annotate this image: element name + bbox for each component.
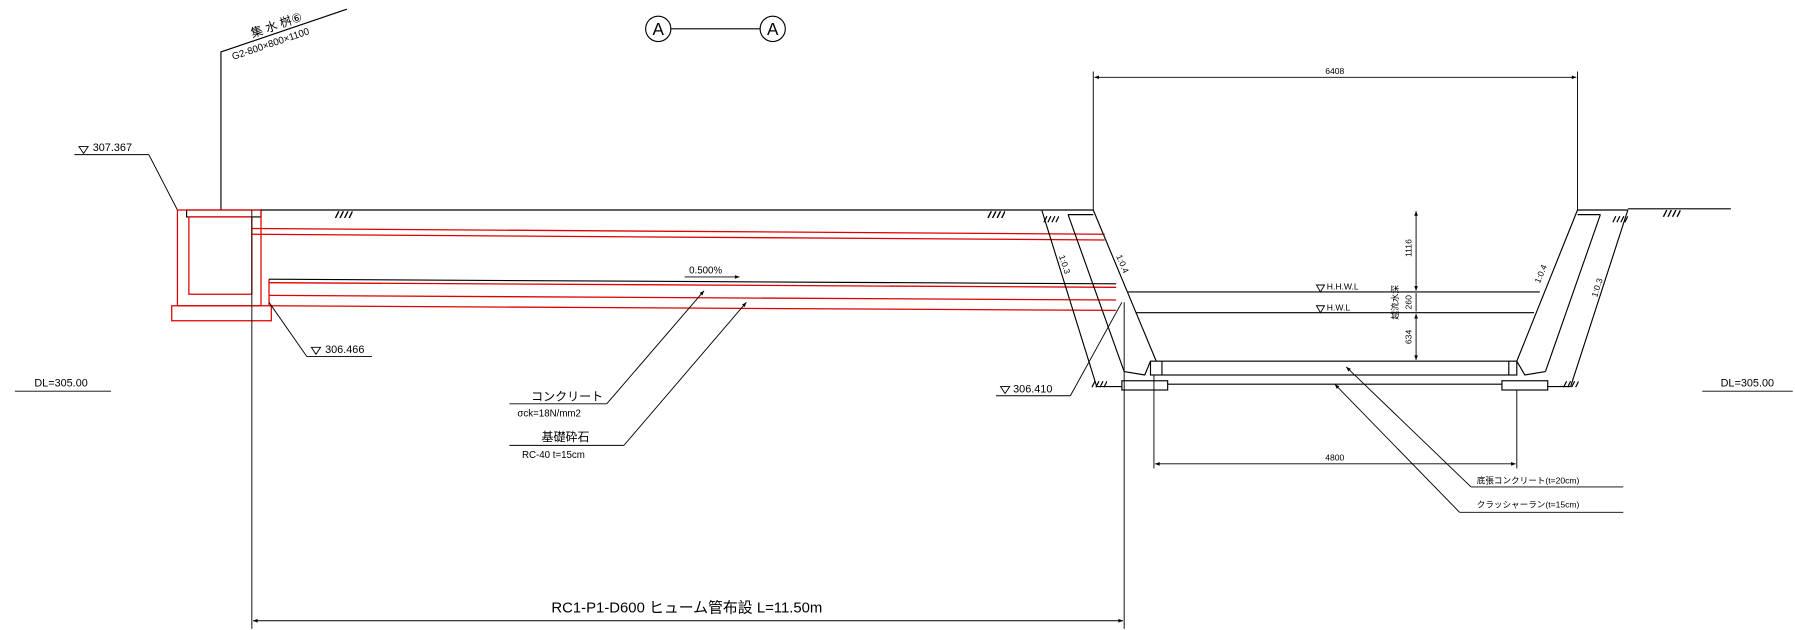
left-wall-backfill-line xyxy=(1067,214,1125,372)
pipe-top-line xyxy=(251,227,1105,235)
concrete-callout: コンクリート σck=18N/mm2 xyxy=(509,290,705,420)
elevation-top-callout: 307.367 xyxy=(74,142,178,211)
depth-freeboard-value: 1116 xyxy=(1404,239,1414,257)
right-wall-inner-face xyxy=(1516,209,1579,362)
base-spec: RC-40 t=15cm xyxy=(522,450,585,461)
pipe-invert-line xyxy=(269,278,1117,285)
elevation-top-value: 307.367 xyxy=(93,142,132,154)
concrete-leader xyxy=(606,290,705,405)
channel-top-width-dimension: 6408 xyxy=(1092,66,1578,210)
datum-left: DL=305.00 xyxy=(14,378,112,392)
pipe-length-dimension: RC1-P1-D600 ヒューム管布設 L=11.50m xyxy=(251,209,1125,629)
channel-bottom-width-dimension: 4800 xyxy=(1153,374,1518,469)
slope-inner-left: 1:0.4 xyxy=(1114,253,1131,275)
elevation-marker-icon xyxy=(78,146,90,155)
elevation-pipe-value: 306.466 xyxy=(325,344,364,356)
depth-overflow-value: 260 xyxy=(1404,295,1414,310)
crusher-run-callout: クラッシャーラン(t=15cm) xyxy=(1334,383,1624,513)
catch-basin xyxy=(171,209,272,322)
channel-left-wall xyxy=(1041,209,1157,388)
concrete-spec: σck=18N/mm2 xyxy=(517,409,580,420)
channel-floor xyxy=(1121,360,1549,391)
footing-left xyxy=(1121,380,1169,391)
crushed-stone-line xyxy=(269,305,1117,312)
catch-basin-base-slab xyxy=(171,305,272,322)
pipe-length-label: RC1-P1-D600 ヒューム管布設 L=11.50m xyxy=(551,600,822,617)
elevation-pipe-callout: 306.466 xyxy=(268,302,373,357)
section-letter-right: A xyxy=(767,19,779,39)
catch-basin-cap xyxy=(186,209,262,218)
hwl-label: H.W.L xyxy=(1327,302,1351,312)
base-callout: 基礎砕石 RC-40 t=15cm xyxy=(509,302,747,461)
right-wall-outer-face xyxy=(1570,209,1629,387)
catch-basin-leader xyxy=(220,8,348,210)
crusher-run-leader xyxy=(1334,383,1460,513)
elevation-pipe-leader xyxy=(268,302,308,357)
pipe-top-line-inner xyxy=(251,233,1105,241)
hhwl-label: H.H.W.L xyxy=(1327,282,1359,292)
datum-right-label: DL=305.00 xyxy=(1721,378,1774,390)
ground-hatch xyxy=(334,211,353,219)
floor-concrete-label: 底張コンクリート(t=20cm) xyxy=(1477,474,1580,485)
right-wall-toe xyxy=(1516,360,1546,376)
footing-right xyxy=(1501,380,1549,391)
ground-hatch xyxy=(1662,209,1681,217)
floor-concrete-callout: 底張コンクリート(t=20cm) xyxy=(1345,366,1624,488)
base-leader xyxy=(623,302,747,446)
ground-hatch xyxy=(987,211,1006,219)
elevation-marker-icon xyxy=(310,346,322,356)
slope-outer-left: 1:0.3 xyxy=(1057,254,1072,276)
datum-right: DL=305.00 xyxy=(1702,378,1793,392)
catch-basin-cavity xyxy=(188,216,253,295)
pipe-bottom-line xyxy=(269,282,1117,288)
floor-concrete-leader xyxy=(1345,366,1472,488)
ground-hatch xyxy=(1043,215,1059,223)
elevation-channel-leader xyxy=(1069,302,1123,396)
depth-water-value: 634 xyxy=(1404,330,1414,345)
water-levels: H.H.W.L H.W.L xyxy=(1127,282,1540,314)
elevation-top-leader xyxy=(148,154,178,211)
section-letter-left: A xyxy=(653,19,665,39)
catch-basin-body xyxy=(176,209,262,307)
left-wall-toe xyxy=(1124,360,1152,376)
concrete-bed-line xyxy=(269,294,1117,301)
slope-inner-right: 1:0.4 xyxy=(1532,263,1549,285)
section-marker-right xyxy=(759,15,786,43)
pipe-slope-value: 0.500% xyxy=(689,265,722,276)
concrete-label: コンクリート xyxy=(531,389,603,403)
pipe-slope-callout: 0.500% xyxy=(684,265,740,279)
hume-pipe xyxy=(251,227,1117,312)
channel-right-wall xyxy=(1516,209,1629,388)
floor-concrete-slab xyxy=(1149,360,1518,376)
left-wall-inner-face xyxy=(1092,209,1157,362)
catch-basin-callout: 集 水 桝⑥ G2-800×800×1100 xyxy=(220,8,348,210)
right-wall-backfill-line xyxy=(1544,214,1601,372)
elevation-marker-icon xyxy=(999,386,1011,395)
water-level-marker-icon xyxy=(1315,284,1326,293)
elevation-channel-value: 306.410 xyxy=(1013,383,1052,395)
elevation-channel-callout: 306.410 xyxy=(995,302,1123,397)
water-level-marker-icon xyxy=(1315,305,1326,314)
bottom-width-value: 4800 xyxy=(1325,452,1344,462)
top-width-value: 6408 xyxy=(1325,66,1344,76)
depth-dimension: 1116 260 634 越流水深 xyxy=(1389,211,1418,360)
datum-left-label: DL=305.00 xyxy=(34,378,87,390)
base-label: 基礎砕石 xyxy=(541,429,589,444)
overflow-depth-label: 越流水深 xyxy=(1389,285,1400,320)
crusher-run-label: クラッシャーラン(t=15cm) xyxy=(1477,500,1580,510)
section-title: A A xyxy=(645,15,786,43)
left-wall-outer-face xyxy=(1041,209,1098,387)
